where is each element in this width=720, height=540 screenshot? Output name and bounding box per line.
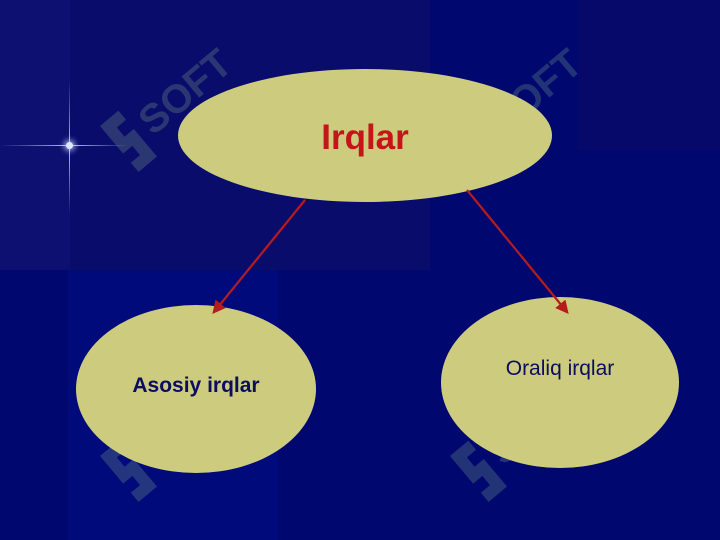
root-node: Irqlar <box>178 69 552 202</box>
arrow-to-asosiy <box>212 199 306 315</box>
background-panel <box>578 0 720 150</box>
child-node-label: Oraliq irqlar <box>505 356 615 380</box>
sparkle-horizontal-ray <box>0 145 128 146</box>
child-node-label: Asosiy irqlar <box>132 374 260 397</box>
background-panel <box>0 0 70 270</box>
child-node-oraliq: Oraliq irqlar <box>441 297 679 468</box>
arrow-to-oraliq <box>466 189 569 315</box>
child-node-asosiy: Asosiy irqlar <box>76 305 316 473</box>
root-node-label: Irqlar <box>321 117 409 157</box>
sparkle-icon <box>66 142 73 149</box>
